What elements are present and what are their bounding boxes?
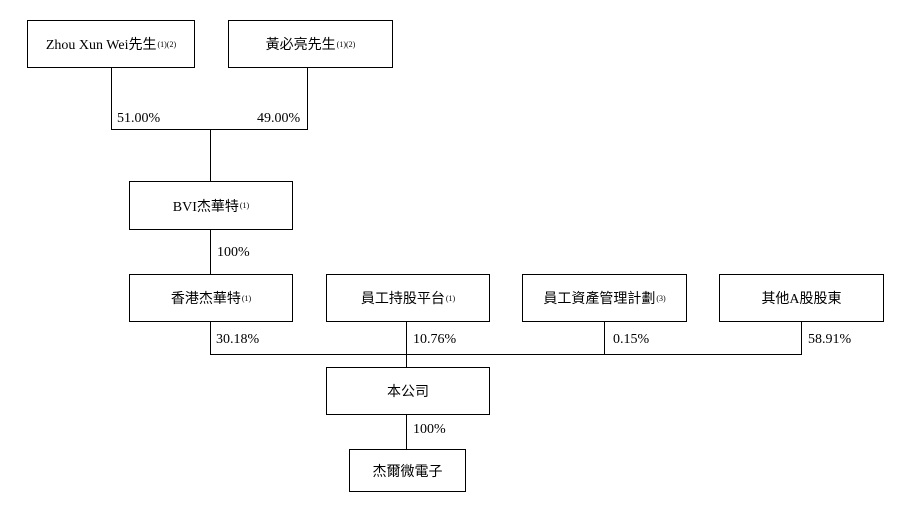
node-label: 黃必亮先生	[265, 38, 336, 53]
node-label: 員工資產管理計劃	[543, 292, 656, 307]
footnote-mark: (1)(2)	[157, 39, 177, 49]
edge-percent: 10.76%	[413, 332, 457, 347]
edge-percent: 58.91%	[808, 332, 852, 347]
footnote-mark: (1)(2)	[336, 39, 356, 49]
node-hk-joulwatt: 香港杰華特(1)	[129, 274, 293, 322]
node-subsidiary: 杰爾微電子	[349, 449, 466, 492]
node-huang-bi-liang: 黃必亮先生(1)(2)	[228, 20, 393, 68]
node-label: 員工持股平台	[360, 292, 445, 307]
connector-line	[801, 322, 802, 354]
connector-line	[307, 68, 308, 129]
node-employee-asset-plan: 員工資產管理計劃(3)	[522, 274, 687, 322]
edge-percent: 100%	[413, 422, 446, 437]
edge-percent: 100%	[217, 245, 250, 260]
node-employee-platform: 員工持股平台(1)	[326, 274, 490, 322]
connector-line	[210, 354, 802, 355]
edge-percent: 49.00%	[257, 111, 301, 126]
node-label: BVI杰華特	[172, 199, 239, 215]
connector-line	[210, 322, 211, 354]
edge-percent: 0.15%	[613, 332, 650, 347]
connector-line	[406, 415, 407, 449]
connector-line	[210, 230, 211, 274]
footnote-mark: (1)	[241, 293, 252, 303]
node-label: 香港杰華特	[170, 292, 241, 307]
connector-line	[111, 68, 112, 129]
connector-line	[210, 129, 211, 181]
node-other-a-shareholders: 其他A股股東	[719, 274, 884, 322]
edge-percent: 30.18%	[216, 332, 260, 347]
footnote-mark: (3)	[656, 293, 666, 303]
node-company: 本公司	[326, 367, 490, 415]
connector-line	[406, 322, 407, 367]
connector-line	[111, 129, 308, 130]
node-label: 杰爾微電子	[372, 464, 443, 480]
edge-percent: 51.00%	[117, 111, 161, 126]
node-zhou-xun-wei: Zhou Xun Wei先生(1)(2)	[27, 20, 195, 68]
connector-line	[604, 322, 605, 354]
node-label: 本公司	[387, 385, 429, 400]
footnote-mark: (1)	[239, 201, 250, 210]
node-label: Zhou Xun Wei先生	[45, 38, 157, 53]
footnote-mark: (1)	[445, 293, 456, 303]
node-bvi-joulwatt: BVI杰華特(1)	[129, 181, 293, 230]
node-label: 其他A股股東	[761, 292, 842, 307]
